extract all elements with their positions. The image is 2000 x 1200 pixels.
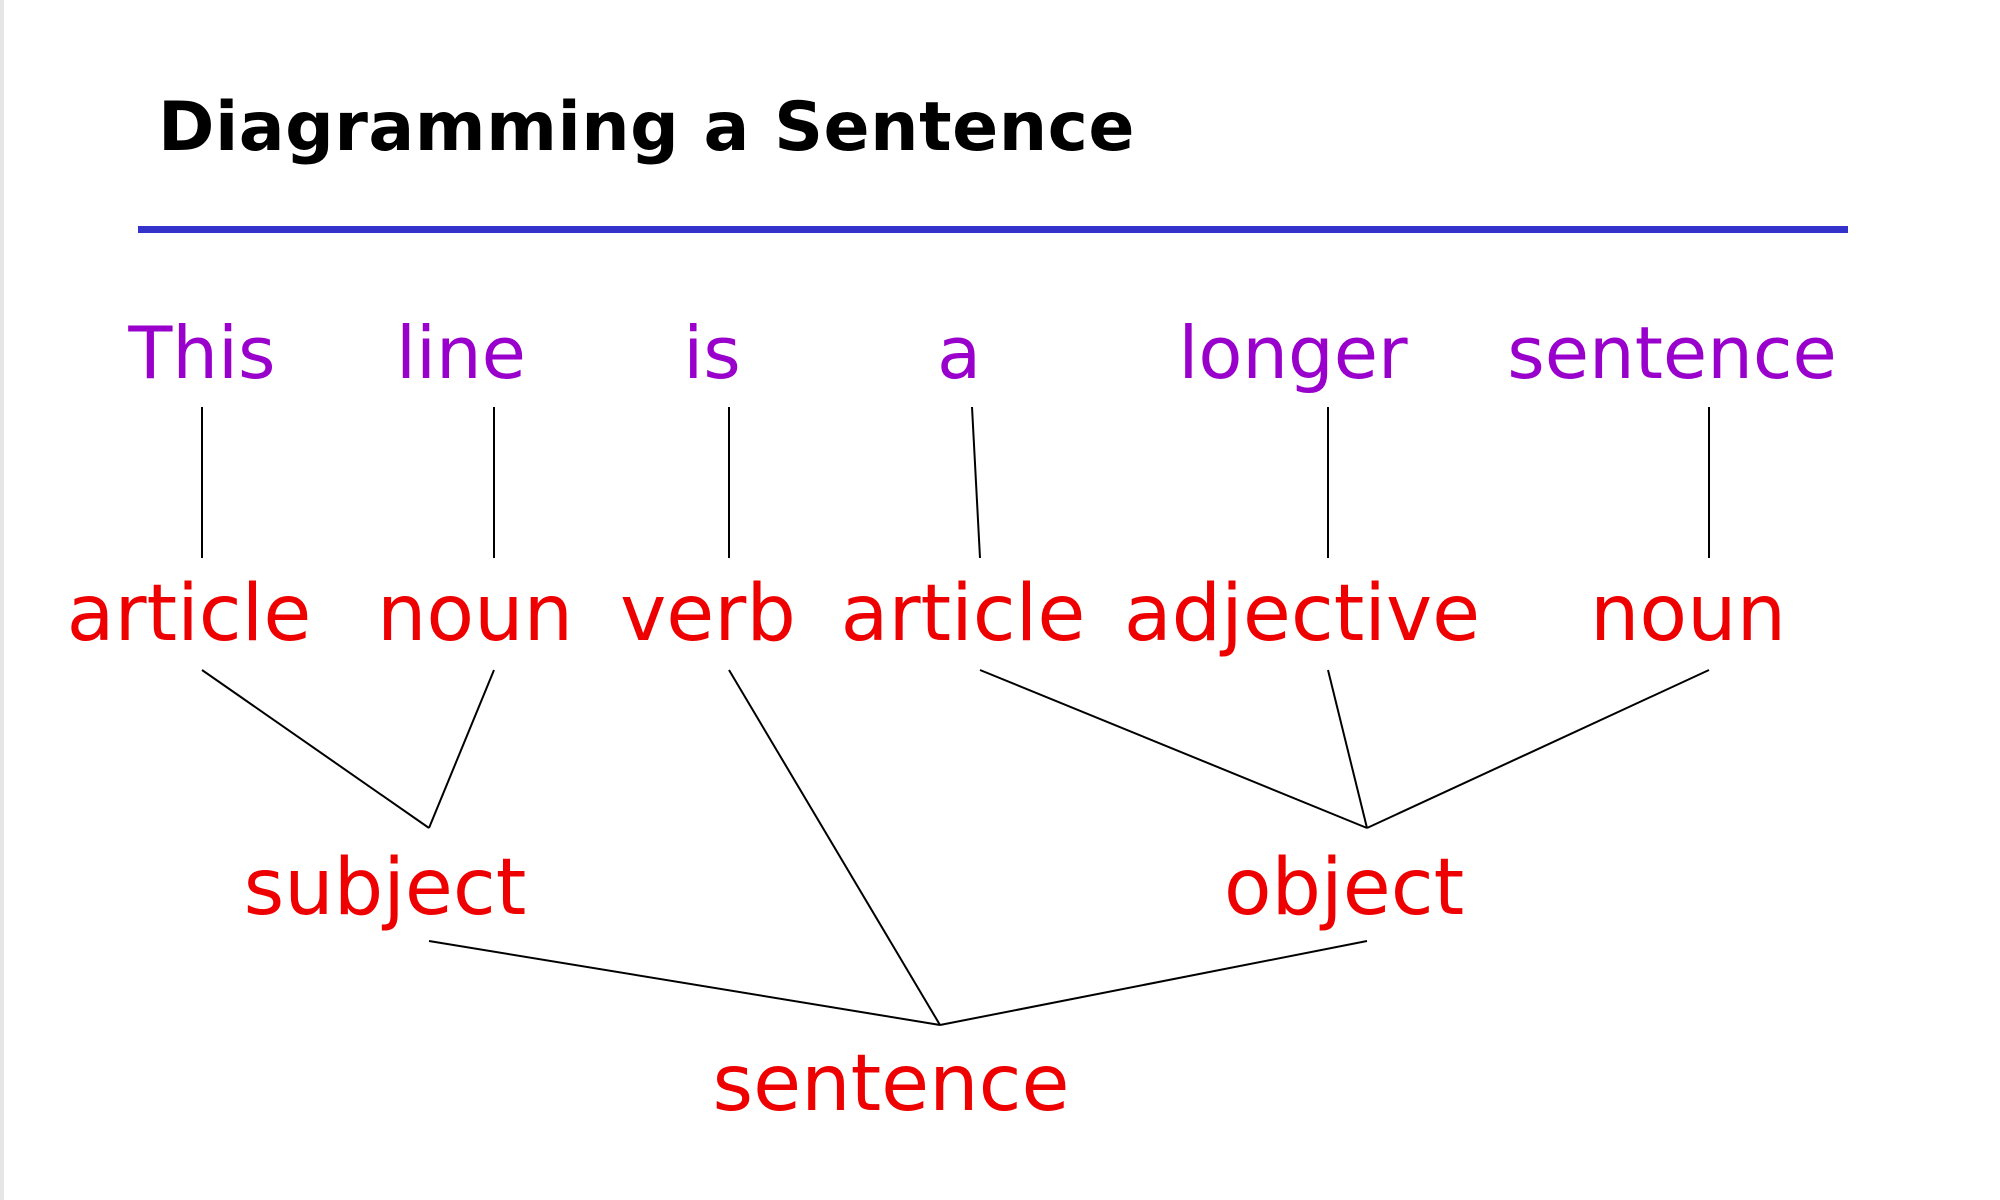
connector-a-article bbox=[971, 406, 981, 559]
connector-subject-sentence bbox=[428, 940, 941, 1026]
pos-noun-2: noun bbox=[1590, 569, 1786, 659]
pos-verb: verb bbox=[620, 569, 796, 659]
word-line: line bbox=[396, 311, 526, 395]
connector-verb-sentence bbox=[728, 669, 941, 1026]
connector-adjective-object bbox=[1327, 669, 1368, 829]
pos-adjective: adjective bbox=[1124, 569, 1480, 659]
connector-noun-subject bbox=[428, 669, 495, 829]
phrase-object: object bbox=[1224, 843, 1464, 933]
word-is: is bbox=[683, 311, 741, 395]
pos-article-1: article bbox=[67, 569, 312, 659]
left-border bbox=[0, 0, 4, 1200]
root-sentence: sentence bbox=[713, 1039, 1070, 1129]
word-longer: longer bbox=[1178, 311, 1408, 395]
word-a: a bbox=[937, 311, 981, 395]
pos-noun-1: noun bbox=[377, 569, 573, 659]
title-rule bbox=[138, 226, 1848, 233]
pos-article-2: article bbox=[841, 569, 1086, 659]
page-title: Diagramming a Sentence bbox=[158, 88, 1136, 167]
connector-object-sentence bbox=[939, 940, 1368, 1026]
connector-noun-object bbox=[1366, 669, 1710, 829]
connector-article-object bbox=[979, 669, 1368, 829]
phrase-subject: subject bbox=[244, 843, 527, 933]
word-sentence: sentence bbox=[1507, 311, 1836, 395]
word-this: This bbox=[127, 311, 275, 395]
connector-article-subject bbox=[201, 669, 430, 829]
